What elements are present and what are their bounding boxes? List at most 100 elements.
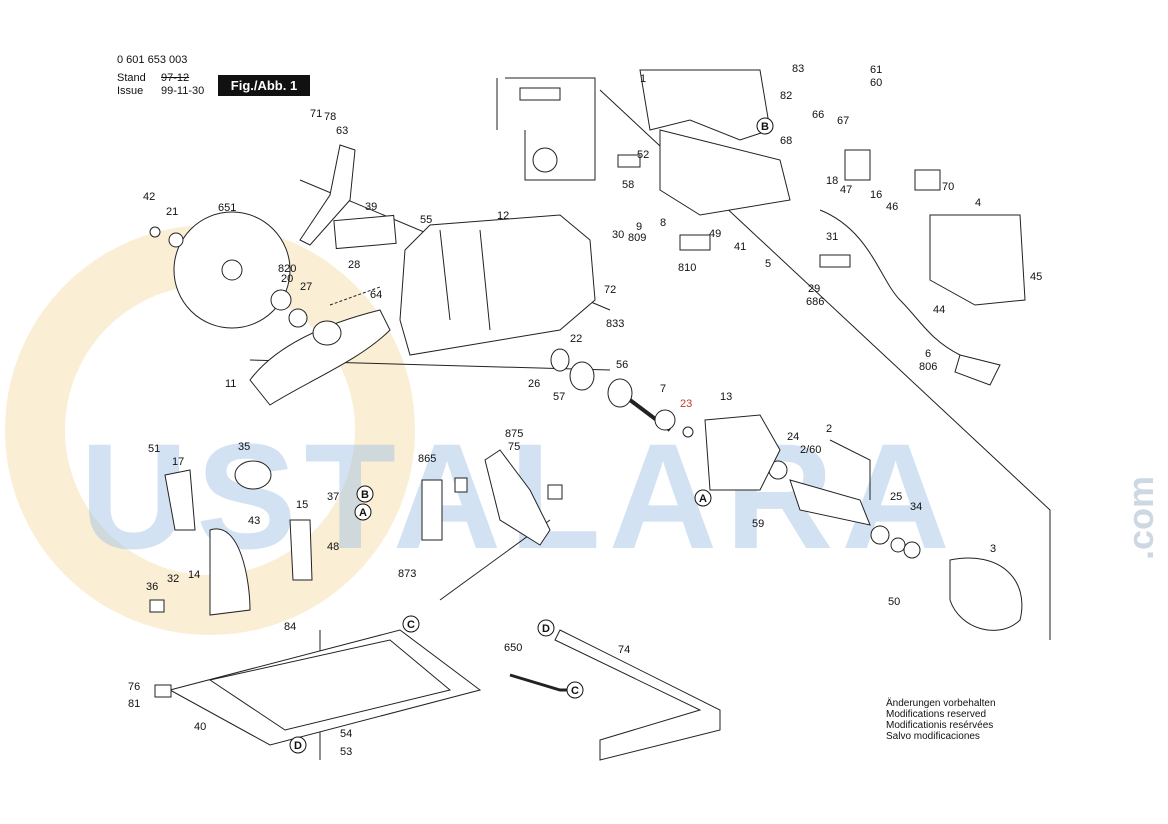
part-label: 2/60 (800, 444, 821, 456)
part-label: 806 (919, 361, 937, 373)
figure-label: Fig./Abb. 1 (218, 75, 310, 96)
part-label: 43 (248, 515, 260, 527)
part-label: 56 (616, 359, 628, 371)
part-label: 64 (370, 289, 382, 301)
part-label: 68 (780, 135, 792, 147)
part-labels: 1 2 2/60 3 4 5 6 7 8 9 11 12 13 14 15 16… (128, 63, 1042, 758)
part-label: 45 (1030, 271, 1042, 283)
part-label: 51 (148, 443, 160, 455)
part-label: 46 (886, 201, 898, 213)
callout-label: C (571, 685, 579, 697)
part-label: 21 (166, 206, 178, 218)
part-label: 875 (505, 428, 523, 440)
part-label: 809 (628, 232, 646, 244)
part-label: 8 (660, 217, 666, 229)
part-label: 7 (660, 383, 666, 395)
part-label: 61 (870, 64, 882, 76)
part-label: 67 (837, 115, 849, 127)
callout-c (566, 681, 584, 699)
part-label: 40 (194, 721, 206, 733)
part-label: 47 (840, 184, 852, 196)
modification-notes: Änderungen vorbehalten Modifications res… (886, 698, 996, 742)
doc-number: 0 601 653 003 (117, 54, 188, 66)
part-label: 50 (888, 596, 900, 608)
part-label: 71 (310, 108, 322, 120)
guide-line (829, 439, 871, 500)
callout-label: D (542, 623, 550, 635)
part-label: 59 (752, 518, 764, 530)
part-label: 650 (504, 642, 522, 654)
part-label: 3 (990, 543, 996, 555)
part-label: 27 (300, 281, 312, 293)
part-label: 14 (188, 569, 200, 581)
part-label: 44 (933, 304, 945, 316)
callout-label: C (407, 619, 415, 631)
part-label: 873 (398, 568, 416, 580)
part-label: 5 (765, 258, 771, 270)
part-label: 23 (680, 398, 692, 410)
part-label: 6 (925, 348, 931, 360)
part-label: 78 (324, 111, 336, 123)
part-label: 29 (808, 283, 820, 295)
part-label: 810 (678, 262, 696, 274)
part-label: 18 (826, 175, 838, 187)
part-label: 54 (340, 728, 352, 740)
callout-label: A (699, 493, 707, 505)
part-label: 55 (420, 214, 432, 226)
issue-value: 99-11-30 (161, 85, 205, 97)
part-label: 35 (238, 441, 250, 453)
part-label: 4 (975, 197, 981, 209)
part-label: 76 (128, 681, 140, 693)
part-label: 11 (225, 378, 236, 390)
part-label: 686 (806, 296, 824, 308)
callout-d (289, 736, 307, 754)
part-label: 26 (528, 378, 540, 390)
callout-c (402, 615, 420, 633)
part-label: 865 (418, 453, 436, 465)
callout-b (356, 485, 374, 503)
part-label: 52 (637, 149, 649, 161)
note-line: Modificationis resérvées (886, 720, 994, 731)
part-label: 53 (340, 746, 352, 758)
part-label: 84 (284, 621, 296, 633)
part-label: 25 (890, 491, 902, 503)
part-label: 48 (327, 541, 339, 553)
part-label: 22 (570, 333, 582, 345)
part-label: 17 (172, 456, 184, 468)
part-label: 12 (497, 210, 509, 222)
callout-label: B (361, 489, 369, 501)
stand-value: 97-12 (161, 72, 190, 84)
part-label: 20 (281, 273, 293, 285)
part-label: 83 (792, 63, 804, 75)
note-line: Salvo modificaciones (886, 731, 980, 742)
callout-d (537, 619, 555, 637)
part-label: 74 (618, 644, 630, 656)
callout-label: A (359, 507, 367, 519)
part-label: 820 (278, 263, 296, 275)
part-label: 49 (709, 228, 721, 240)
callout-label: B (761, 121, 769, 133)
part-label: 82 (780, 90, 792, 102)
part-label: 39 (365, 201, 377, 213)
part-label: 81 (128, 698, 140, 710)
part-label: 16 (870, 189, 882, 201)
stand-label: Stand (117, 72, 146, 84)
part-label: 57 (553, 391, 565, 403)
note-line: Modifications reserved (886, 709, 987, 720)
upper-guard-shape (399, 214, 596, 356)
callout-a (694, 489, 712, 507)
callout-label: D (294, 740, 302, 752)
part-label: 28 (348, 259, 360, 271)
part-label: 66 (812, 109, 824, 121)
part-label: 58 (622, 179, 634, 191)
callout-markers (289, 117, 774, 754)
part-label: 36 (146, 581, 158, 593)
callout-a (354, 503, 372, 521)
part-label: 1 (640, 73, 646, 85)
part-label: 42 (143, 191, 155, 203)
part-label: 37 (327, 491, 339, 503)
part-label: 34 (910, 501, 922, 513)
part-label: 75 (508, 441, 520, 453)
